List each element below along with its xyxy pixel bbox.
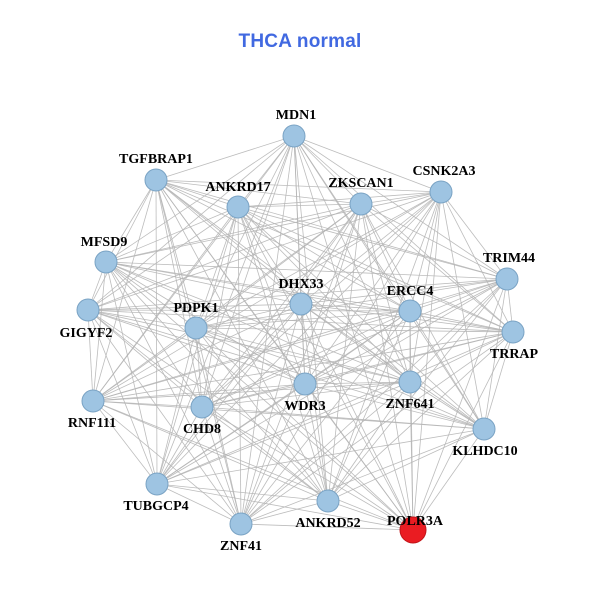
node-label-ZNF641: ZNF641	[386, 397, 435, 412]
figure-title: THCA normal	[238, 31, 362, 52]
node-label-RNF111: RNF111	[68, 416, 116, 431]
node-GIGYF2	[76, 298, 100, 322]
node-label-WDR3: WDR3	[284, 399, 325, 414]
node-label-GIGYF2: GIGYF2	[60, 326, 113, 341]
node-label-POLR3A: POLR3A	[387, 514, 444, 529]
node-ZKSCAN1	[349, 192, 373, 216]
node-label-ANKRD17: ANKRD17	[205, 180, 270, 195]
node-ANKRD52	[316, 489, 340, 513]
node-label-TRIM44: TRIM44	[483, 251, 535, 266]
node-label-ANKRD52: ANKRD52	[295, 516, 360, 531]
node-ZNF41	[229, 512, 253, 536]
node-ERCC4	[398, 299, 422, 323]
node-label-MDN1: MDN1	[276, 108, 316, 123]
node-TRRAP	[501, 320, 525, 344]
node-label-ZKSCAN1: ZKSCAN1	[328, 176, 393, 191]
node-label-TRRAP: TRRAP	[490, 347, 539, 362]
node-label-TUBGCP4: TUBGCP4	[123, 499, 188, 514]
node-label-CHD8: CHD8	[183, 422, 221, 437]
node-ANKRD17	[226, 195, 250, 219]
node-label-MFSD9: MFSD9	[81, 235, 128, 250]
node-label-DHX33: DHX33	[278, 277, 323, 292]
edge-layer	[87, 135, 514, 531]
node-KLHDC10	[472, 417, 496, 441]
node-TUBGCP4	[145, 472, 169, 496]
node-DHX33	[289, 292, 313, 316]
node-label-CSNK2A3: CSNK2A3	[412, 164, 475, 179]
node-CHD8	[190, 395, 214, 419]
node-WDR3	[293, 372, 317, 396]
node-RNF111	[81, 389, 105, 413]
highlighted-node-POLR3A	[399, 516, 427, 544]
node-PDPK1	[184, 316, 208, 340]
node-TRIM44	[495, 267, 519, 291]
node-CSNK2A3	[429, 180, 453, 204]
node-label-TGFBRAP1: TGFBRAP1	[119, 152, 193, 167]
node-label-KLHDC10: KLHDC10	[452, 444, 517, 459]
node-TGFBRAP1	[144, 168, 168, 192]
node-label-PDPK1: PDPK1	[173, 301, 218, 316]
node-MFSD9	[94, 250, 118, 274]
node-MDN1	[282, 124, 306, 148]
node-label-ERCC4: ERCC4	[387, 284, 434, 299]
node-label-ZNF41: ZNF41	[220, 539, 262, 554]
node-ZNF641	[398, 370, 422, 394]
